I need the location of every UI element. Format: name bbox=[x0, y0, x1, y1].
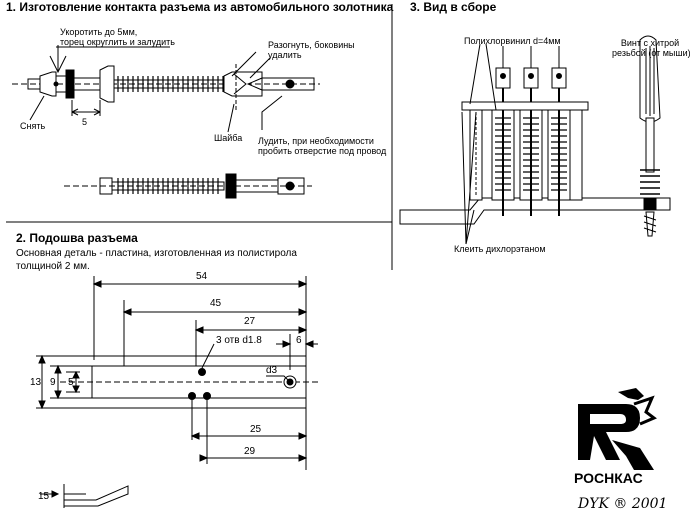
label-pvc: Полихлорвинил d=4мм bbox=[464, 36, 561, 46]
label-dim-5: 5 bbox=[82, 117, 88, 127]
leader-washer bbox=[227, 103, 235, 133]
label-bend-line2: удалить bbox=[268, 50, 302, 60]
roskhas-logo-graphic bbox=[578, 388, 657, 470]
label-tin-line2: пробить отверстие под провод bbox=[258, 146, 387, 156]
label-shorten-line2: торец округлить и залудить bbox=[60, 37, 175, 47]
dim-27: 27 bbox=[244, 316, 256, 327]
label-tin-line1: Лудить, при необходимости bbox=[258, 136, 374, 146]
leader-tin bbox=[261, 95, 283, 130]
dim-54: 54 bbox=[196, 271, 208, 282]
section1-title: 1. Изготовление контакта разъема из авто… bbox=[6, 0, 394, 14]
leader-pvc bbox=[469, 43, 497, 111]
dim-45: 45 bbox=[210, 298, 222, 309]
leader-remove bbox=[29, 95, 45, 121]
label-screw-line1: Винт с хитрой bbox=[620, 38, 680, 48]
label-bend-line1: Разогнуть, боковины bbox=[268, 40, 355, 50]
dim-6: 6 bbox=[296, 335, 302, 346]
dim-15: 15 bbox=[38, 491, 50, 502]
valve-contact-bottom bbox=[64, 173, 312, 199]
section3-title: 3. Вид в сборе bbox=[410, 0, 497, 14]
signature-text: DYK ® 2001 bbox=[578, 496, 668, 512]
section2-title: 2. Подошва разъема bbox=[16, 231, 138, 245]
section2-desc-line1: Основная деталь - пластина, изготовленна… bbox=[16, 248, 297, 259]
label-washer: Шайба bbox=[214, 133, 243, 143]
dim-5-lines bbox=[71, 100, 101, 116]
dim-d3: d3 bbox=[266, 365, 278, 376]
dim-9: 9 bbox=[50, 377, 56, 388]
label-shorten-line1: Укоротить до 5мм, bbox=[60, 27, 138, 37]
dim-holes: 3 отв d1.8 bbox=[216, 335, 262, 346]
dim-25: 25 bbox=[250, 424, 262, 435]
leader-shorten bbox=[49, 45, 67, 74]
plate-dimension-lines bbox=[36, 276, 318, 470]
valve-contact-top bbox=[12, 64, 320, 110]
base-plate bbox=[60, 355, 320, 409]
dim-5: 5 bbox=[68, 377, 74, 388]
label-glue: Клеить дихлорэтаном bbox=[454, 244, 546, 254]
assembly-view bbox=[399, 35, 671, 237]
leader-glue bbox=[461, 111, 477, 245]
dim-13: 13 bbox=[30, 377, 42, 388]
label-remove: Снять bbox=[20, 121, 46, 131]
plate-side-view bbox=[40, 484, 129, 508]
label-screw-line2: резьбой (от мыши) bbox=[612, 48, 690, 58]
leader-bend bbox=[231, 51, 271, 79]
logo-brand-text: РОСНКАС bbox=[574, 470, 643, 486]
dim-29: 29 bbox=[244, 446, 256, 457]
section2-desc-line2: толщиной 2 мм. bbox=[16, 261, 90, 272]
